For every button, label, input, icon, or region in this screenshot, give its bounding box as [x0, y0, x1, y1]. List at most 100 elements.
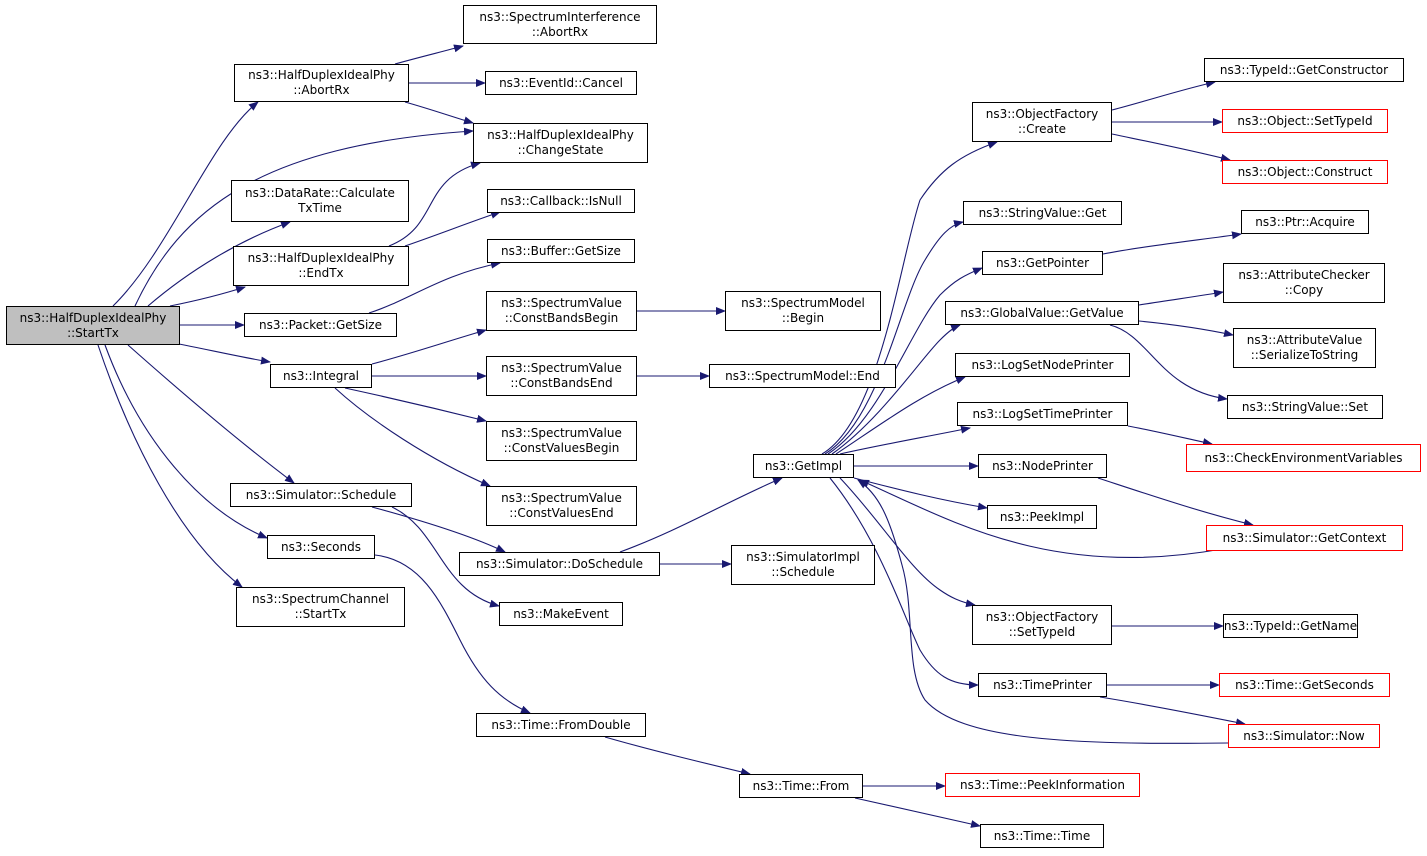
- edge-getimpl-to-logtime: [839, 425, 971, 455]
- node-cancel[interactable]: ns3::EventId::Cancel: [485, 71, 637, 95]
- node-label: ns3::StringValue::Get: [978, 205, 1107, 220]
- node-cve[interactable]: ns3::SpectrumValue::ConstValuesEnd: [486, 486, 637, 526]
- node-pktsize[interactable]: ns3::Packet::GetSize: [244, 313, 397, 337]
- node-label: ns3::Simulator::Schedule: [245, 487, 397, 502]
- edge-starttx-to-integral: [173, 342, 271, 365]
- node-ptracq[interactable]: ns3::Ptr::Acquire: [1241, 210, 1369, 234]
- node-peekimpl[interactable]: ns3::PeekImpl: [987, 505, 1097, 529]
- node-abortrx[interactable]: ns3::HalfDuplexIdealPhy::AbortRx: [234, 64, 409, 102]
- edge-starttx-to-calctx: [147, 221, 291, 307]
- edge-seconds-to-fromdbl: [374, 554, 531, 714]
- node-chstate[interactable]: ns3::HalfDuplexIdealPhy::ChangeState: [473, 123, 648, 163]
- node-label: ns3::SpectrumModel: [741, 296, 865, 310]
- node-objsettid[interactable]: ns3::Object::SetTypeId: [1222, 109, 1388, 133]
- node-aser[interactable]: ns3::AttributeValue::SerializeToString: [1233, 328, 1376, 368]
- node-endtx[interactable]: ns3::HalfDuplexIdealPhy::EndTx: [233, 246, 409, 286]
- node-label: ::ConstBandsEnd: [510, 376, 613, 390]
- node-label: ns3::Time::From: [752, 778, 850, 793]
- node-label: ns3::TimePrinter: [993, 677, 1092, 692]
- node-label: ::ConstValuesBegin: [503, 441, 620, 455]
- node-nodeprinter[interactable]: ns3::NodePrinter: [978, 454, 1107, 478]
- edge-simsched-to-dosched: [371, 506, 506, 553]
- node-lognode[interactable]: ns3::LogSetNodePrinter: [955, 353, 1130, 377]
- node-logtime[interactable]: ns3::LogSetTimePrinter: [957, 402, 1128, 426]
- node-timeprinter[interactable]: ns3::TimePrinter: [978, 673, 1107, 697]
- node-integral[interactable]: ns3::Integral: [270, 364, 372, 388]
- node-mkevent[interactable]: ns3::MakeEvent: [499, 602, 623, 626]
- node-smend[interactable]: ns3::SpectrumModel::End: [709, 364, 896, 388]
- node-starttx[interactable]: ns3::HalfDuplexIdealPhy::StartTx: [6, 306, 180, 345]
- node-chkenv[interactable]: ns3::CheckEnvironmentVariables: [1186, 444, 1421, 472]
- node-label: ::Create: [1018, 122, 1066, 136]
- node-label: ns3::ObjectFactory: [985, 610, 1099, 624]
- edge-pktsize-to-bufsize: [368, 260, 501, 314]
- node-peekinfo[interactable]: ns3::Time::PeekInformation: [945, 773, 1140, 797]
- edge-abortrx-to-intfabort: [394, 44, 464, 65]
- node-timefrom[interactable]: ns3::Time::From: [739, 774, 863, 798]
- node-label: ns3::Time::PeekInformation: [959, 777, 1126, 792]
- node-getctx[interactable]: ns3::Simulator::GetContext: [1206, 525, 1403, 551]
- edge-gvget-to-aser: [1138, 320, 1234, 338]
- node-label: ns3::HalfDuplexIdealPhy: [19, 310, 167, 325]
- node-objconstruct[interactable]: ns3::Object::Construct: [1222, 160, 1388, 184]
- edge-starttx-to-simsched: [127, 344, 295, 484]
- edge-starttx-to-abortrx: [112, 101, 259, 307]
- node-intfabort[interactable]: ns3::SpectrumInterference::AbortRx: [463, 5, 657, 44]
- node-dosched[interactable]: ns3::Simulator::DoSchedule: [459, 552, 660, 576]
- edge-integral-to-cve: [334, 387, 491, 487]
- node-getimpl[interactable]: ns3::GetImpl: [753, 454, 854, 478]
- node-gvget[interactable]: ns3::GlobalValue::GetValue: [945, 301, 1139, 325]
- edge-starttx-to-endtx: [169, 285, 246, 307]
- edge-dosched-to-getimpl: [619, 477, 783, 553]
- edge-getimpl-to-lognode: [835, 376, 966, 455]
- node-simsched[interactable]: ns3::Simulator::Schedule: [230, 483, 412, 507]
- node-svset[interactable]: ns3::StringValue::Set: [1227, 395, 1383, 419]
- node-getptr[interactable]: ns3::GetPointer: [982, 251, 1103, 275]
- node-label: ns3::Packet::GetSize: [259, 317, 382, 332]
- node-getname[interactable]: ns3::TypeId::GetName: [1223, 614, 1358, 638]
- node-label: ::ChangeState: [517, 143, 604, 157]
- edge-endtx-to-isnull: [404, 211, 501, 247]
- node-label: ns3::Time::GetSeconds: [1235, 677, 1374, 692]
- node-cvb[interactable]: ns3::SpectrumValue::ConstValuesBegin: [486, 421, 637, 461]
- node-getctor[interactable]: ns3::TypeId::GetConstructor: [1204, 58, 1404, 82]
- edge-starttx-to-chanstart: [97, 344, 243, 588]
- node-label: ns3::CheckEnvironmentVariables: [1204, 450, 1403, 465]
- node-isnull[interactable]: ns3::Callback::IsNull: [487, 189, 635, 213]
- edge-timefrom-to-timetime: [854, 797, 981, 828]
- node-acopy[interactable]: ns3::AttributeChecker::Copy: [1223, 263, 1385, 303]
- node-seconds[interactable]: ns3::Seconds: [267, 535, 375, 559]
- node-cbb[interactable]: ns3::SpectrumValue::ConstBandsBegin: [486, 291, 637, 331]
- node-ofsettid[interactable]: ns3::ObjectFactory::SetTypeId: [972, 605, 1112, 645]
- edge-starttx-to-seconds: [104, 344, 268, 539]
- node-simnow[interactable]: ns3::Simulator::Now: [1228, 724, 1380, 748]
- node-ofcreate[interactable]: ns3::ObjectFactory::Create: [972, 102, 1112, 142]
- node-implsched[interactable]: ns3::SimulatorImpl::Schedule: [731, 545, 875, 585]
- node-label: ns3::ObjectFactory: [985, 107, 1099, 121]
- edge-getimpl-to-timeprinter: [829, 477, 979, 689]
- edge-fromdbl-to-timefrom: [604, 736, 751, 776]
- node-label: ns3::Time::FromDouble: [491, 717, 631, 732]
- node-label: ns3::Seconds: [281, 539, 361, 554]
- edge-gvget-to-svset: [1109, 324, 1228, 402]
- edge-getimpl-to-svget: [824, 220, 964, 455]
- node-label: ns3::StringValue::Set: [1241, 399, 1369, 414]
- node-timetime[interactable]: ns3::Time::Time: [980, 824, 1104, 848]
- node-label: ns3::SpectrumInterference: [479, 9, 641, 24]
- node-chanstart[interactable]: ns3::SpectrumChannel::StartTx: [236, 587, 405, 627]
- node-fromdbl[interactable]: ns3::Time::FromDouble: [476, 713, 646, 737]
- node-label: ::Schedule: [771, 565, 835, 579]
- node-label: ns3::HalfDuplexIdealPhy: [248, 68, 395, 82]
- node-label: ns3::Object::SetTypeId: [1237, 113, 1373, 128]
- edge-gvget-to-acopy: [1138, 289, 1224, 306]
- node-cbe[interactable]: ns3::SpectrumValue::ConstBandsEnd: [486, 356, 637, 396]
- node-label: ns3::LogSetTimePrinter: [972, 406, 1113, 421]
- node-svget[interactable]: ns3::StringValue::Get: [963, 201, 1122, 225]
- node-bufsize[interactable]: ns3::Buffer::GetSize: [487, 239, 635, 263]
- node-getsecs[interactable]: ns3::Time::GetSeconds: [1219, 673, 1390, 697]
- node-label: ns3::Simulator::GetContext: [1222, 530, 1387, 545]
- node-smbegin[interactable]: ns3::SpectrumModel::Begin: [725, 291, 881, 331]
- edge-integral-to-cvb: [344, 387, 487, 423]
